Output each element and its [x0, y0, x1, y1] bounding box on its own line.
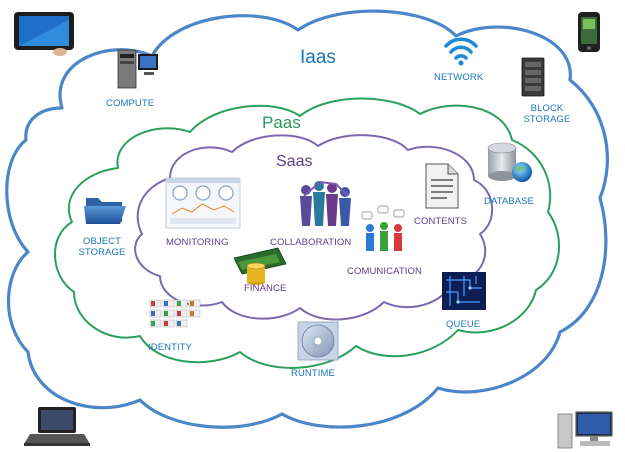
compute-label: COMPUTE [106, 98, 155, 109]
monitoring-label: MONITORING [166, 237, 229, 248]
tablet-icon [14, 12, 74, 56]
identity-cards-icon [149, 299, 201, 328]
circuit-board-icon [442, 272, 486, 310]
block-storage-label-line1: BLOCK [530, 103, 564, 114]
object-storage-label-line2: STORAGE [78, 247, 126, 258]
identity-label: IDENTITY [148, 342, 193, 353]
collaboration-label: COLLABORATION [270, 237, 352, 248]
finance-label: FINANCE [244, 283, 287, 294]
laptop-icon [24, 407, 90, 446]
paas-title: Paas [262, 113, 301, 132]
document-icon [425, 163, 459, 209]
communication-people-icon [361, 205, 405, 251]
server-icon [117, 49, 158, 89]
smartphone-icon [578, 12, 600, 52]
block-storage-label-line2: STORAGE [523, 114, 571, 125]
block-storage-icon [521, 57, 545, 97]
contents-label: CONTENTS [414, 216, 468, 227]
block-storage-label: BLOCK STORAGE [522, 103, 572, 125]
queue-label: QUEUE [446, 319, 481, 330]
dashboard-icon [165, 177, 241, 229]
object-storage-label: OBJECT STORAGE [74, 236, 130, 258]
desktop-pc-icon [557, 411, 613, 449]
wifi-icon [444, 37, 478, 66]
network-label: NETWORK [434, 72, 484, 83]
database-icon [487, 142, 532, 182]
runtime-label: RUNTIME [291, 368, 335, 379]
collaboration-people-icon [300, 180, 351, 226]
database-label: DATABASE [484, 196, 535, 207]
money-icon [233, 247, 287, 285]
iaas-title: Iaas [300, 47, 336, 68]
communication-label: COMUNICATION [347, 266, 422, 277]
saas-title: Saas [276, 153, 312, 170]
object-storage-label-line1: OBJECT [82, 236, 122, 247]
folder-icon [84, 198, 126, 224]
runtime-disc-icon [297, 321, 339, 361]
